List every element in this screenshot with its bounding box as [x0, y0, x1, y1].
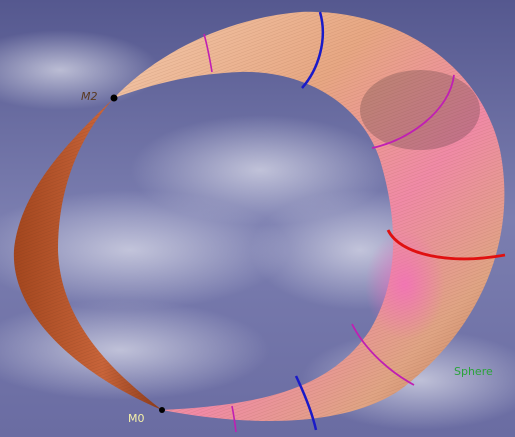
ring-red	[386, 229, 506, 261]
label-m0: M0	[128, 412, 145, 425]
ring-magenta-top	[203, 33, 213, 73]
point-m0	[159, 407, 165, 413]
label-m2: M2	[81, 90, 98, 103]
label-sphere: Sphere	[454, 365, 493, 378]
ring-magenta-bottom	[231, 405, 237, 433]
crescent-back-texture	[13, 98, 162, 410]
ring-magenta-right-upper	[371, 74, 455, 149]
ring-blue-bottom	[294, 375, 318, 431]
ring-blue-top	[301, 11, 324, 89]
ring-magenta-right-lower	[351, 323, 415, 386]
shadow-top-right	[360, 70, 480, 150]
point-m2	[110, 94, 118, 102]
pink-highlight	[365, 230, 445, 340]
